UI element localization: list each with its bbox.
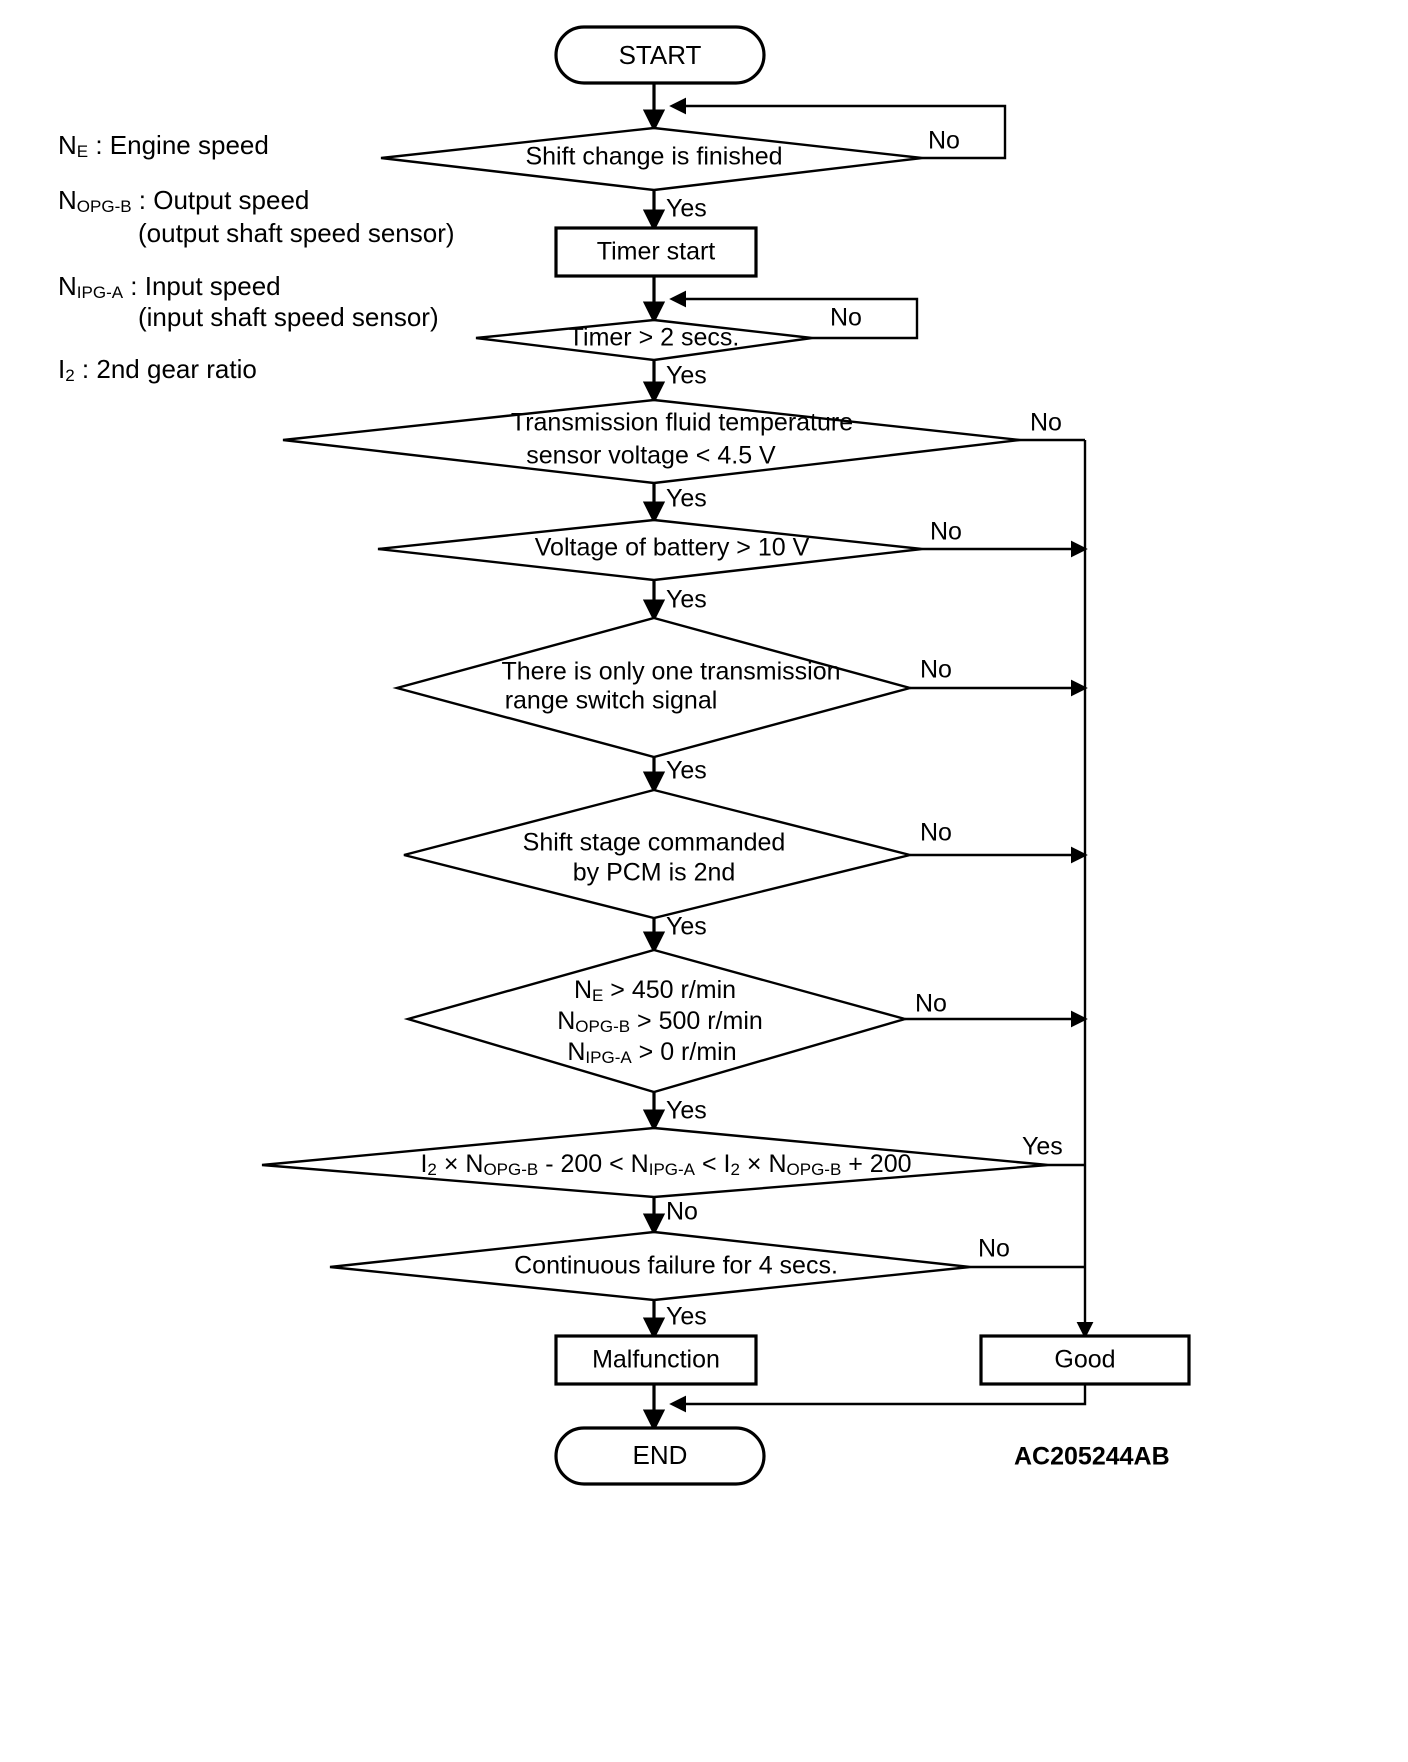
ratio-shape bbox=[261, 1126, 1049, 1199]
label-fluid-yes: Yes bbox=[666, 485, 707, 513]
timer-start-label: Timer start bbox=[597, 238, 716, 266]
battery-shape bbox=[377, 518, 923, 582]
shift-stage-label-line1: Shift stage commanded bbox=[523, 829, 786, 857]
legend-item-1-note: (output shaft speed sensor) bbox=[138, 218, 455, 248]
shift-change-label: Shift change is finished bbox=[525, 143, 782, 171]
range-switch-shape bbox=[392, 616, 915, 759]
shift-stage-shape bbox=[403, 788, 911, 920]
label-stage-yes: Yes bbox=[666, 913, 707, 941]
legend: NE : Engine speed NOPG-B : Output speed … bbox=[58, 130, 455, 386]
label-range-no: No bbox=[920, 656, 952, 684]
timer-2secs-shape bbox=[475, 318, 813, 362]
node-timer-start[interactable]: Timer start bbox=[554, 226, 758, 278]
fluid-temp-label-line2: sensor voltage < 4.5 V bbox=[526, 442, 776, 470]
malfunction-shape bbox=[554, 1334, 758, 1386]
node-timer-2secs[interactable]: Timer > 2 secs. bbox=[475, 318, 813, 362]
end-label: END bbox=[633, 1440, 688, 1470]
speeds-label-line3: NIPG-A > 0 r/min bbox=[567, 1038, 736, 1068]
label-battery-yes: Yes bbox=[666, 586, 707, 614]
fluid-temp-shape bbox=[282, 398, 1021, 485]
label-timer-no: No bbox=[830, 304, 862, 332]
node-good[interactable]: Good bbox=[979, 1334, 1191, 1386]
node-start[interactable]: START bbox=[554, 25, 766, 85]
legend-item-2-note: (input shaft speed sensor) bbox=[138, 302, 439, 332]
range-switch-label-line1: There is only one transmission bbox=[501, 658, 840, 686]
label-speeds-no: No bbox=[915, 990, 947, 1018]
label-ratio-no: No bbox=[666, 1198, 698, 1226]
node-battery[interactable]: Voltage of battery > 10 V bbox=[377, 518, 923, 582]
edge-good-to-end bbox=[669, 1384, 1087, 1413]
label-range-yes: Yes bbox=[666, 757, 707, 785]
start-label: START bbox=[619, 40, 702, 70]
ratio-label: I2 × NOPG-B - 200 < NIPG-A < I2 × NOPG-B… bbox=[420, 1150, 911, 1180]
legend-item-3: I2 : 2nd gear ratio bbox=[58, 354, 257, 386]
node-range-switch[interactable]: There is only one transmission range swi… bbox=[392, 616, 915, 759]
edge-timer-no-loop bbox=[669, 290, 919, 340]
connectors bbox=[642, 83, 1094, 1432]
shift-change-shape bbox=[380, 126, 923, 192]
start-shape bbox=[554, 25, 766, 85]
speeds-shape bbox=[403, 948, 910, 1094]
good-label: Good bbox=[1054, 1346, 1115, 1374]
continuous-failure-label: Continuous failure for 4 secs. bbox=[514, 1252, 838, 1280]
node-malfunction[interactable]: Malfunction bbox=[554, 1334, 758, 1386]
battery-label: Voltage of battery > 10 V bbox=[535, 534, 810, 562]
timer-2secs-label: Timer > 2 secs. bbox=[569, 324, 740, 352]
speeds-label-line2: NOPG-B > 500 r/min bbox=[557, 1007, 763, 1037]
good-shape bbox=[979, 1334, 1191, 1386]
node-ratio[interactable]: I2 × NOPG-B - 200 < NIPG-A < I2 × NOPG-B… bbox=[261, 1126, 1049, 1199]
legend-item-2: NIPG-A : Input speed bbox=[58, 271, 281, 303]
label-timer-yes: Yes bbox=[666, 362, 707, 390]
legend-item-1: NOPG-B : Output speed bbox=[58, 185, 309, 217]
label-shift-yes: Yes bbox=[666, 195, 707, 223]
label-continuous-yes: Yes bbox=[666, 1303, 707, 1331]
fluid-temp-label-line1: Transmission fluid temperature bbox=[511, 409, 853, 437]
label-shift-no: No bbox=[928, 127, 960, 155]
range-switch-label-line2: range switch signal bbox=[505, 687, 718, 715]
node-continuous-failure[interactable]: Continuous failure for 4 secs. bbox=[329, 1230, 971, 1302]
label-speeds-yes: Yes bbox=[666, 1097, 707, 1125]
end-shape bbox=[554, 1426, 766, 1486]
node-fluid-temp[interactable]: Transmission fluid temperature sensor vo… bbox=[282, 398, 1021, 485]
label-battery-no: No bbox=[930, 518, 962, 546]
label-ratio-yes: Yes bbox=[1022, 1133, 1063, 1161]
edge-shift-no-loop bbox=[669, 97, 1007, 160]
node-speeds[interactable]: NE > 450 r/min NOPG-B > 500 r/min NIPG-A… bbox=[403, 948, 910, 1094]
node-shift-stage[interactable]: Shift stage commanded by PCM is 2nd bbox=[403, 788, 911, 920]
legend-item-0: NE : Engine speed bbox=[58, 130, 269, 162]
label-fluid-no: No bbox=[1030, 409, 1062, 437]
speeds-label-line1: NE > 450 r/min bbox=[574, 976, 736, 1006]
continuous-failure-shape bbox=[329, 1230, 971, 1302]
malfunction-label: Malfunction bbox=[592, 1346, 720, 1374]
timer-start-shape bbox=[554, 226, 758, 278]
drawing-code: AC205244AB bbox=[1014, 1443, 1170, 1471]
label-stage-no: No bbox=[920, 819, 952, 847]
node-shift-change[interactable]: Shift change is finished bbox=[380, 126, 923, 192]
shift-stage-label-line2: by PCM is 2nd bbox=[573, 859, 736, 887]
label-continuous-no: No bbox=[978, 1235, 1010, 1263]
node-end[interactable]: END bbox=[554, 1426, 766, 1486]
